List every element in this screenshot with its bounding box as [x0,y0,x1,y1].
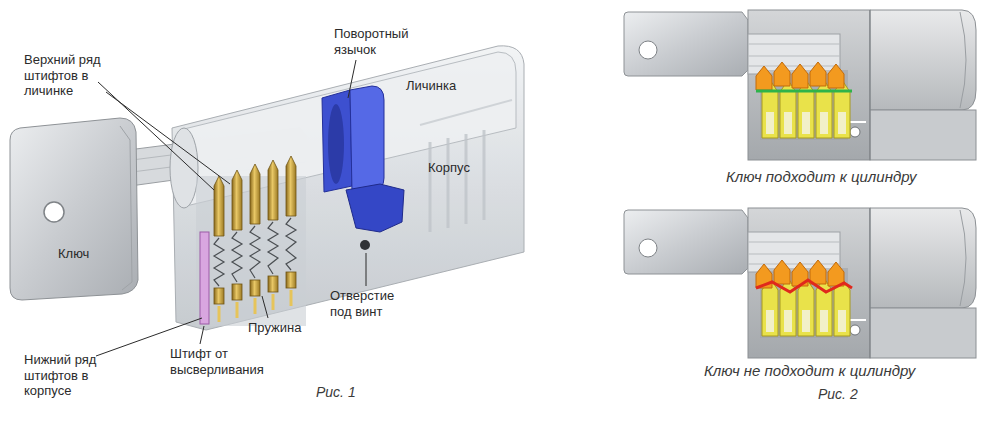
part-label: Верхний ряд штифтов в личинке [24,52,116,99]
part-label: Ключ [58,246,89,262]
part-label: Поворотный язычок [334,26,434,57]
figure-caption: Рис. 2 [818,386,858,403]
part-label: Нижний ряд штифтов в корпусе [24,352,116,399]
part-label: Личинка [406,78,456,94]
part-label: Штифт от высверливания [170,346,274,377]
part-label: Отверстие под винт [330,288,410,319]
figure-caption: Рис. 1 [316,384,356,401]
figure-caption: Ключ не подходит к цилиндру [704,362,915,380]
figure-caption: Ключ подходит к цилиндру [726,168,917,186]
part-label: Пружина [248,320,301,336]
part-label: Корпус [428,160,470,176]
